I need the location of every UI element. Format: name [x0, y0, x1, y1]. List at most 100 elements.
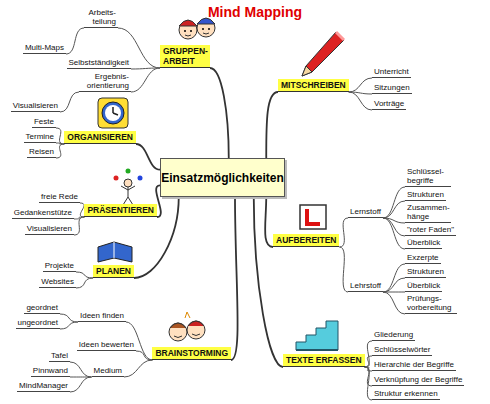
branch-line [349, 92, 372, 110]
topic-text: GRUPPEN- ARBEIT [163, 46, 207, 66]
sub-topic: Ideen bewerten [77, 340, 136, 351]
topic-text: TEXTE ERFASSEN [286, 355, 362, 365]
topic-text: Visualisieren [27, 224, 72, 233]
sub-topic: Projekte [43, 261, 76, 272]
branch-line [365, 367, 372, 400]
branch-label: MITSCHREIBEN [278, 79, 349, 92]
topic-text: Ideen bewerten [79, 340, 134, 349]
branch-line [265, 197, 273, 247]
sub-topic: "roter Faden" [405, 225, 456, 236]
branch-line [365, 356, 372, 367]
topic-text: Projekte [45, 261, 74, 270]
topic-text: Feste [34, 117, 54, 126]
branch-label: TEXTE ERFASSEN [283, 354, 365, 367]
branch-line [383, 278, 405, 292]
sub-topic: MindManager [17, 381, 70, 392]
topic-text: Exzerpte [407, 253, 439, 262]
branch-line [136, 144, 160, 170]
sub-topic: Feste [32, 117, 56, 128]
branch-line [339, 218, 348, 247]
branch-label: PRÄSENTIEREN [84, 204, 157, 217]
pencil-icon [302, 32, 344, 76]
topic-text: Multi-Maps [25, 43, 64, 52]
sub-topic: Multi-Maps [23, 43, 66, 54]
topic-text: Termine [26, 132, 54, 141]
sub-topic: Struktur erkennen [372, 389, 440, 400]
branch-line [56, 128, 64, 144]
sub-topic: Überblick [405, 281, 442, 292]
topic-text: Gedankenstütze [14, 208, 72, 217]
topic-text: Einsatzmöglichkeiten [161, 171, 284, 185]
branch-line [60, 314, 78, 322]
topic-text: AUFBEREITEN [276, 235, 336, 245]
branch-line [383, 218, 405, 249]
clock-icon [98, 98, 128, 128]
topic-text: Reisen [29, 147, 54, 156]
branch-line [339, 247, 348, 292]
sub-topic: Arbeits- teilung [84, 8, 118, 28]
book-icon [98, 242, 132, 262]
sub-topic: Ergebnis- orientierung [79, 72, 131, 92]
sub-topic: Strukturen [405, 267, 446, 278]
branch-line [70, 362, 92, 377]
diagram-title: Mind Mapping [200, 4, 310, 20]
central-topic: Einsatzmöglichkeiten [160, 158, 285, 197]
sub-topic: freie Rede [39, 192, 80, 203]
branch-line [383, 292, 405, 314]
branch-line [66, 28, 84, 54]
stairs-icon [296, 321, 338, 350]
branch-label: GRUPPEN- ARBEIT [160, 45, 210, 68]
branch-line [76, 278, 93, 288]
group-icon [179, 18, 215, 39]
sub-topic: Verknüpfung der Begriffe [372, 375, 464, 386]
topic-text: Lernstoff [350, 207, 381, 216]
topic-text: Websites [41, 277, 74, 286]
topic-text: MITSCHREIBEN [281, 80, 346, 90]
sub-topic: Vorträge [372, 99, 406, 110]
branch-line [231, 197, 238, 360]
topic-text: ORGANISIEREN [67, 132, 133, 142]
branch-line [76, 272, 93, 278]
topic-text: Prüfungs- vorbereitung [407, 294, 455, 312]
topic-text: freie Rede [41, 192, 78, 201]
branch-label: ORGANISIEREN [64, 131, 136, 144]
sub-topic: Hierarchie der Begriffe [372, 360, 456, 371]
topic-text: Ergebnis- orientierung [81, 72, 129, 90]
topic-text: Unterricht [374, 67, 409, 76]
topic-text: Medium [94, 366, 122, 375]
sub-topic: Lehrstoff [348, 281, 383, 292]
topic-text: Lehrstoff [350, 281, 381, 290]
branch-line [56, 144, 64, 158]
topic-text: Vorträge [374, 99, 404, 108]
topic-text: Überblick [407, 281, 440, 290]
sub-topic: geordnet [24, 303, 60, 314]
branch-line [254, 197, 283, 367]
topic-text: Gliederung [374, 330, 413, 339]
juggler-icon [114, 169, 143, 206]
branch-line [60, 322, 78, 329]
sub-topic: Lernstoff [348, 207, 383, 218]
sub-topic: Gedankenstütze [12, 208, 74, 219]
topic-text: Struktur erkennen [374, 389, 438, 398]
branch-line [210, 68, 229, 158]
learner-plate-icon [300, 205, 326, 229]
branch-line [131, 68, 160, 92]
topic-text: Schlüssel- begriffe [407, 167, 449, 185]
sub-topic: Termine [24, 132, 56, 143]
brainstorm-icon [169, 312, 205, 341]
topic-text: Strukturen [407, 267, 444, 276]
topic-text: Hierarchie der Begriffe [374, 360, 454, 369]
topic-text: Arbeits- teilung [86, 8, 116, 26]
branch-line [383, 201, 405, 218]
branch-line [70, 377, 92, 392]
topic-text: Ideen finden [80, 311, 124, 320]
sub-topic: ungeordnet [16, 318, 60, 329]
topic-text: "roter Faden" [407, 225, 454, 234]
sub-topic: Sitzungen [372, 83, 412, 94]
topic-text: Pinnwand [33, 366, 68, 375]
branch-line [349, 78, 372, 92]
branch-line [74, 217, 84, 235]
branch-label: AUFBEREITEN [273, 234, 339, 247]
sub-topic: Visualisieren [11, 101, 60, 112]
